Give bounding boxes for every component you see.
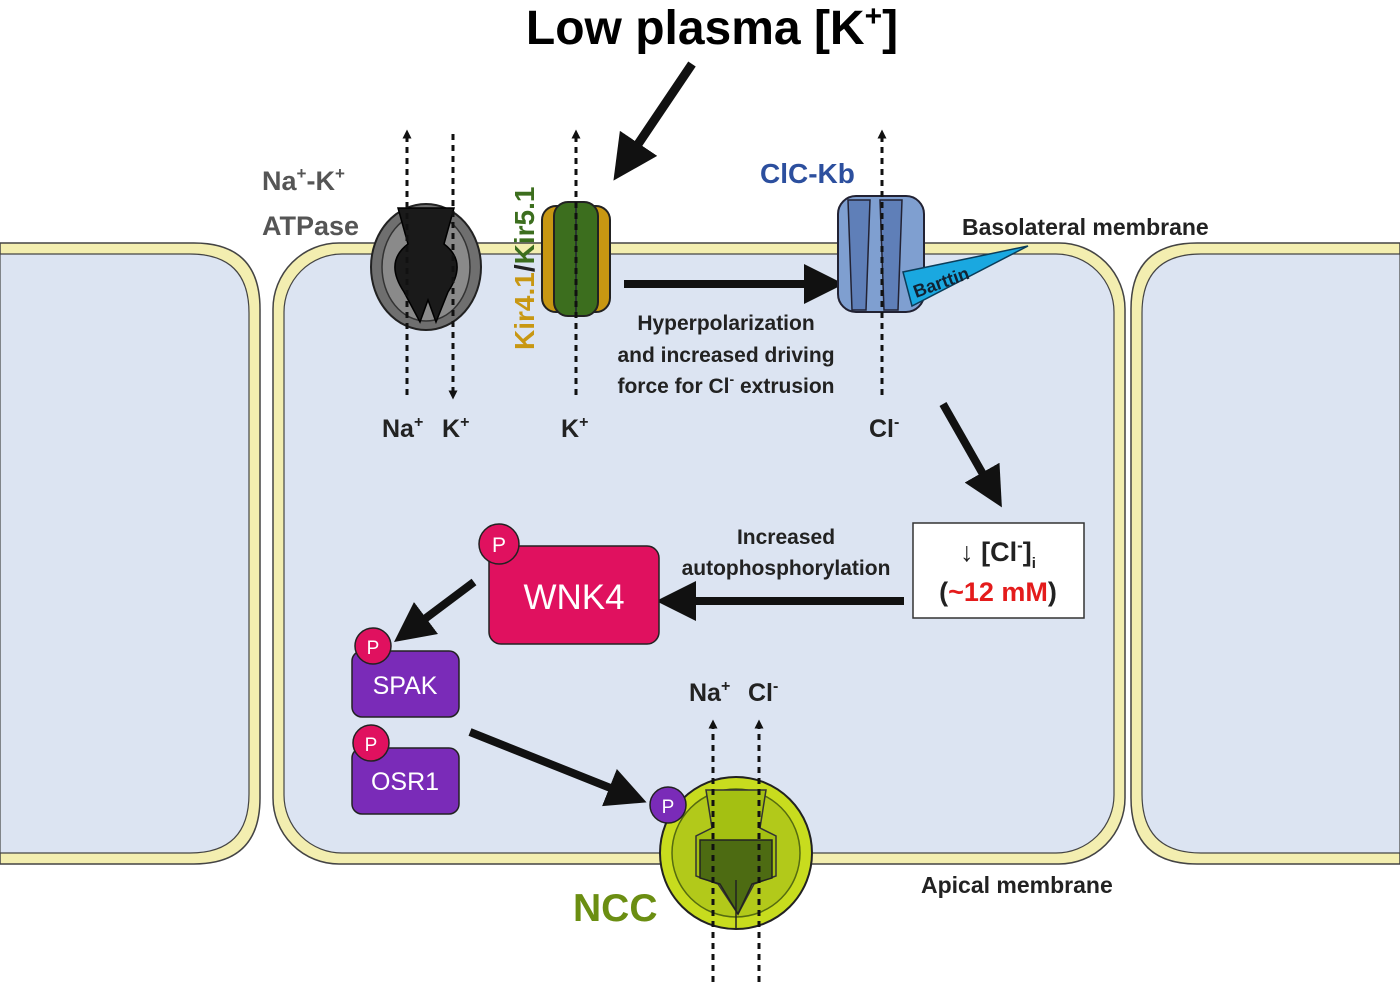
basolateral-membrane-label: Basolateral membrane [962, 214, 1209, 240]
clc-kb-label: ClC-Kb [760, 158, 855, 189]
ncc-phospho-badge: P [649, 786, 687, 824]
cl-concentration-box: ↓ [Cl-]i (~12 mM) [912, 522, 1085, 619]
svg-text:↓ [Cl-]i: ↓ [Cl-]i [960, 536, 1036, 572]
svg-text:Cl-: Cl- [748, 678, 778, 707]
osr1-phospho-badge: P [352, 724, 390, 762]
spak-phospho-badge: P [354, 627, 392, 665]
svg-text:P: P [365, 735, 378, 756]
na-k-atpase-label: Na+-K+ ATPase [262, 164, 359, 241]
ncc-ion-labels: Na+ Cl- [689, 678, 778, 707]
ion-k-atpase: K+ [442, 414, 469, 443]
na-k-atpase-pump [370, 203, 482, 331]
ion-cl: Cl- [869, 414, 899, 443]
apical-membrane-label: Apical membrane [921, 872, 1113, 898]
svg-text:Na+-K+: Na+-K+ [262, 164, 345, 196]
svg-text:OSR1: OSR1 [371, 768, 439, 796]
svg-text:WNK4: WNK4 [523, 578, 624, 617]
hyperpolarization-text: Hyperpolarization and increased driving … [617, 312, 834, 398]
wnk4-phospho-badge: P [478, 523, 520, 565]
svg-text:P: P [367, 638, 380, 659]
svg-text:(~12 mM): (~12 mM) [939, 577, 1057, 607]
title-arrow [613, 61, 696, 181]
kir-channel-label: Kir4.1/Kir5.1 [509, 187, 540, 350]
svg-text:Hyperpolarization: Hyperpolarization [637, 312, 814, 335]
ncc-transporter [659, 776, 813, 930]
wnk4-kinase: WNK4 [488, 545, 660, 645]
main-cell [272, 242, 1126, 865]
svg-text:P: P [492, 534, 506, 557]
svg-text:Increased: Increased [737, 526, 835, 549]
ion-na: Na+ [382, 414, 423, 443]
page-title: Low plasma [K+] [526, 0, 898, 55]
svg-text:and increased driving: and increased driving [617, 344, 834, 367]
osr1-kinase: OSR1 [351, 747, 460, 815]
autophosphorylation-text: Increased autophosphorylation [682, 526, 891, 580]
svg-text:Kir4.1/Kir5.1: Kir4.1/Kir5.1 [509, 187, 540, 350]
spak-osr1-to-ncc-arrow [468, 728, 647, 807]
ion-labels: Na+ K+ K+ Cl- [382, 414, 899, 443]
spak-kinase: SPAK [351, 650, 460, 718]
cl-to-box-arrow [939, 402, 1002, 508]
svg-text:force for Cl- extrusion: force for Cl- extrusion [617, 371, 834, 398]
svg-text:P: P [662, 797, 675, 818]
ncc-label: NCC [573, 887, 658, 930]
left-cell [0, 242, 261, 865]
svg-text:Na+: Na+ [689, 678, 730, 707]
svg-text:SPAK: SPAK [373, 672, 438, 700]
ion-k-kir: K+ [561, 414, 588, 443]
svg-text:autophosphorylation: autophosphorylation [682, 557, 891, 580]
right-cell [1130, 242, 1400, 865]
wnk4-to-spak-arrow [394, 578, 477, 642]
svg-text:ATPase: ATPase [262, 211, 359, 241]
